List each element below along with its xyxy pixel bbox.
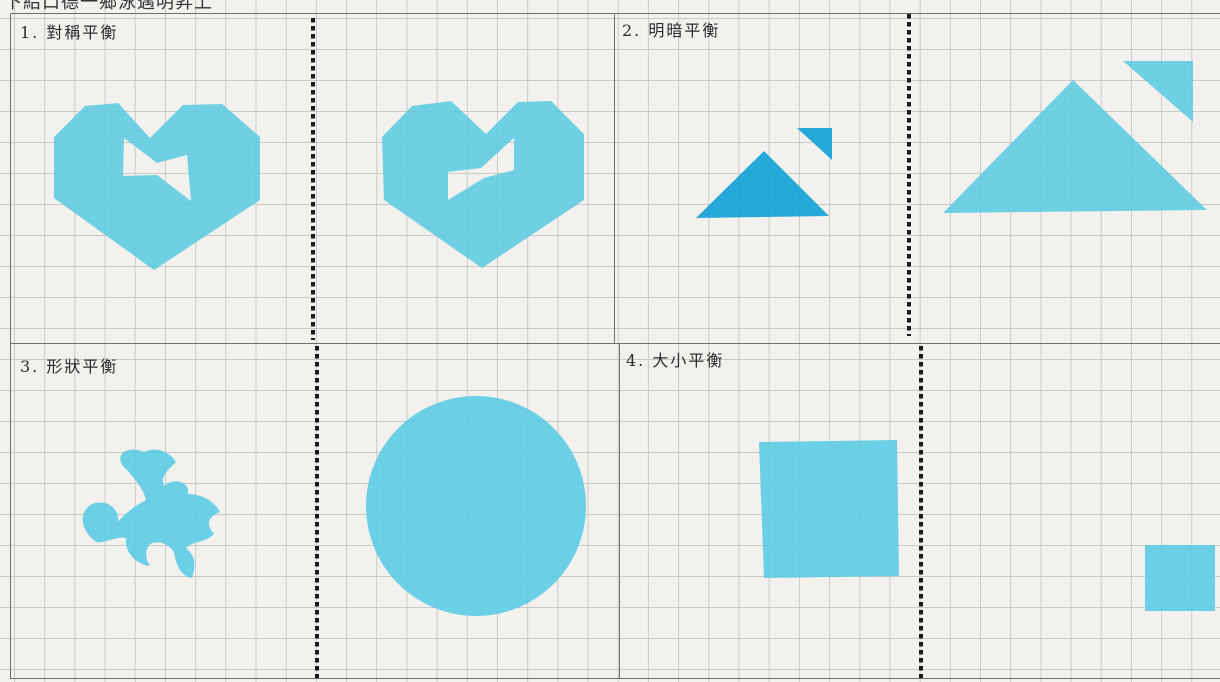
- circle-cutout: [366, 396, 586, 616]
- square-cutout-small: [1145, 545, 1215, 611]
- square-cutout-large: [759, 440, 899, 578]
- heart-cutout-left: [54, 103, 260, 270]
- dark-triangle-corner-small: [797, 128, 832, 160]
- light-triangle-large: [943, 80, 1207, 213]
- dark-triangle-small: [696, 151, 829, 218]
- light-triangle-corner-large: [1123, 61, 1193, 122]
- heart-cutout-right: [382, 101, 584, 268]
- ornament-cutout: [83, 450, 220, 578]
